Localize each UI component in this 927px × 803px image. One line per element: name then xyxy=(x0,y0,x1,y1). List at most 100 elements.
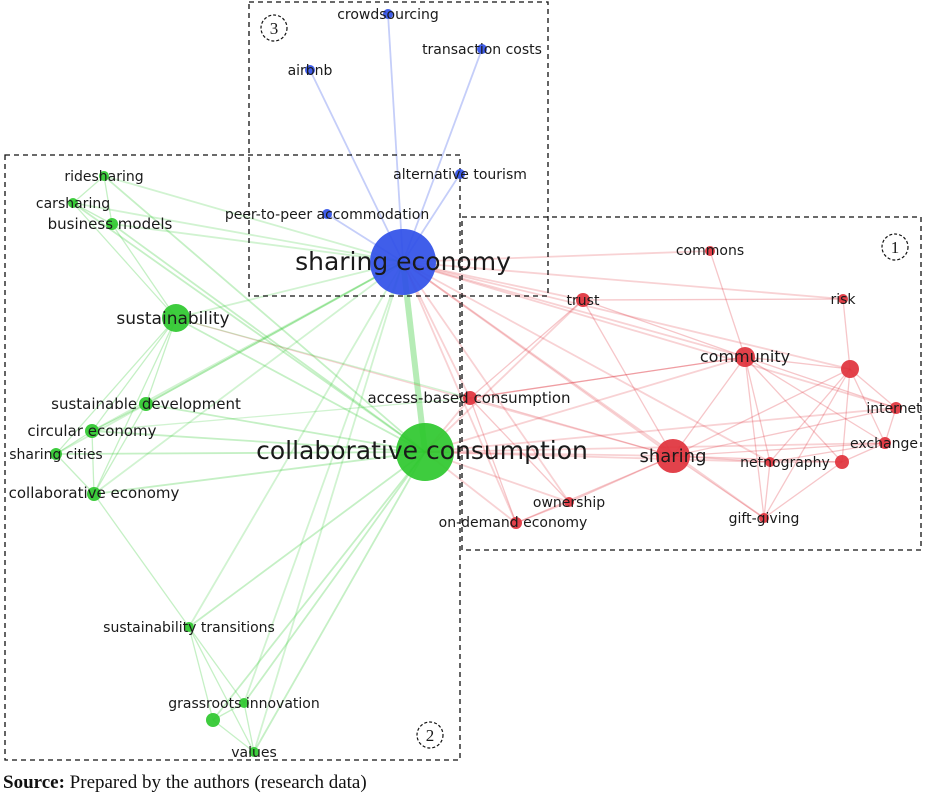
edge-collaborative-consumption-grassroots-innovation xyxy=(243,451,426,704)
edge-access-based-consumption-ownership xyxy=(469,397,570,503)
cluster-markers: 1 2 3 xyxy=(260,14,909,749)
edge-sharing-economy-risk xyxy=(402,261,844,300)
node-transaction-costs xyxy=(477,44,487,54)
node-red-unlabeled-2 xyxy=(835,455,849,469)
edge-sustainability-sharing xyxy=(175,317,674,457)
cluster-marker-circle-2 xyxy=(416,721,444,749)
edge-sharing-community xyxy=(672,356,746,457)
network-labels: sharing economycrowdsourcingtransaction … xyxy=(9,7,923,761)
label-risk: risk xyxy=(830,292,856,308)
source-text: Prepared by the authors (research data) xyxy=(69,772,367,793)
label-ridesharing: ridesharing xyxy=(64,169,143,185)
edge-community-netnography xyxy=(744,356,771,463)
label-collaborative-economy: collaborative economy xyxy=(9,484,180,502)
edge-sharing-exchange xyxy=(672,442,886,457)
edge-community-internet xyxy=(744,356,897,409)
edge-sharing-red-unlabeled-1 xyxy=(672,368,851,457)
edge-sharing-on-demand-economy xyxy=(515,455,674,524)
network-nodes xyxy=(50,9,902,757)
edge-sharing-economy-carsharing xyxy=(72,202,404,263)
edge-collaborative-consumption-netnography xyxy=(424,451,771,463)
edge-sustainability-circular-economy xyxy=(91,317,177,432)
edge-community-red-unlabeled-2 xyxy=(744,356,843,463)
edge-collaborative-consumption-sharing xyxy=(424,451,674,457)
edge-trust-risk xyxy=(582,298,844,301)
source-label: Source: xyxy=(3,772,65,793)
edge-sharing-internet xyxy=(672,407,897,457)
label-trust: trust xyxy=(567,293,600,309)
node-internet xyxy=(890,402,902,414)
edge-sustainability-transitions-green-unlabeled xyxy=(188,626,214,721)
node-sharing-cities xyxy=(50,448,62,460)
edge-sustainability-sharing-cities xyxy=(55,317,177,455)
edge-access-based-consumption-community xyxy=(469,356,746,399)
source-caption: Source: Prepared by the authors (researc… xyxy=(3,772,367,794)
node-airbnb xyxy=(305,65,315,75)
node-circular-economy xyxy=(85,424,99,438)
edge-community-access-based-consumption xyxy=(469,356,746,399)
node-collaborative-consumption xyxy=(396,423,454,481)
node-exchange xyxy=(879,437,891,449)
edge-collaborative-consumption-circular-economy xyxy=(91,430,426,453)
edge-red-unlabeled-1-internet xyxy=(849,368,897,409)
cluster-boxes xyxy=(4,1,922,761)
node-grassroots-innovation xyxy=(239,698,249,708)
edge-netnography-gift-giving xyxy=(763,461,771,519)
node-sharing xyxy=(656,439,690,473)
cluster-box-3 xyxy=(248,1,549,297)
edge-sharing-economy-crowdsourcing xyxy=(387,13,404,263)
edge-sharing-economy-transaction-costs xyxy=(402,48,483,263)
node-sustainable-development xyxy=(139,397,153,411)
label-carsharing: carsharing xyxy=(36,196,110,212)
label-crowdsourcing: crowdsourcing xyxy=(337,7,439,23)
edge-sharing-access-based-consumption xyxy=(469,397,674,457)
cluster-box-1 xyxy=(461,216,922,551)
edge-sharing-economy-red-unlabeled-1 xyxy=(402,261,851,370)
edge-green-unlabeled-values xyxy=(212,719,255,753)
network-edges xyxy=(55,13,897,753)
edge-collaborative-consumption-community xyxy=(424,356,746,453)
label-alternative-tourism: alternative tourism xyxy=(393,167,527,183)
cluster-marker-label-3: 3 xyxy=(270,19,279,38)
edge-community-red-unlabeled-1 xyxy=(744,356,851,370)
node-business-models xyxy=(106,218,118,230)
node-sustainability xyxy=(162,304,190,332)
label-exchange: exchange xyxy=(850,436,918,452)
edge-sharing-economy-airbnb xyxy=(309,69,404,263)
cluster-marker-label-2: 2 xyxy=(426,726,435,745)
edge-sharing-economy-business-models xyxy=(111,223,404,263)
edge-red-unlabeled-1-red-unlabeled-2 xyxy=(841,368,851,463)
edge-red-unlabeled-1-exchange xyxy=(849,368,886,444)
edge-gift-giving-red-unlabeled-2 xyxy=(763,461,843,519)
edge-grassroots-innovation-values xyxy=(243,702,255,753)
edge-sharing-economy-sustainability-transitions xyxy=(188,261,404,628)
edge-circular-economy-sharing-cities xyxy=(55,430,93,455)
label-peer-to-peer-accommodation: peer-to-peer accommodation xyxy=(225,207,429,223)
edge-ownership-on-demand-economy xyxy=(515,501,570,524)
edge-collaborative-consumption-ridesharing xyxy=(103,175,426,453)
cluster-marker-label-1: 1 xyxy=(891,238,900,257)
edge-community-commons xyxy=(709,250,746,358)
edge-community-gift-giving xyxy=(744,356,765,519)
edge-access-based-consumption-sustainability xyxy=(175,317,471,399)
edge-collaborative-consumption-carsharing xyxy=(72,202,426,453)
edge-sustainability-transitions-values xyxy=(188,626,255,753)
node-risk xyxy=(838,294,848,304)
edge-circular-economy-collaborative-economy xyxy=(91,430,95,495)
edge-red-unlabeled-1-netnography xyxy=(769,368,851,463)
cluster-box-2 xyxy=(4,154,461,761)
edge-collaborative-consumption-sustainability-transitions xyxy=(188,451,426,628)
node-peer-to-peer-accommodation xyxy=(322,209,332,219)
edge-sharing-economy-grassroots-innovation xyxy=(243,261,404,704)
label-on-demand-economy: on-demand economy xyxy=(439,515,588,531)
keyword-network: sharing economycrowdsourcingtransaction … xyxy=(4,1,923,761)
edge-collaborative-consumption-values xyxy=(253,451,426,753)
edge-internet-exchange xyxy=(884,407,897,444)
label-gift-giving: gift-giving xyxy=(729,511,800,527)
edge-collaborative-consumption-business-models xyxy=(111,223,426,453)
edge-ridesharing-business-models xyxy=(103,175,113,225)
label-transaction-costs: transaction costs xyxy=(422,42,542,58)
label-sustainability: sustainability xyxy=(116,309,229,329)
node-green-unlabeled xyxy=(206,713,220,727)
edge-collaborative-consumption-sustainable-development xyxy=(145,403,426,453)
